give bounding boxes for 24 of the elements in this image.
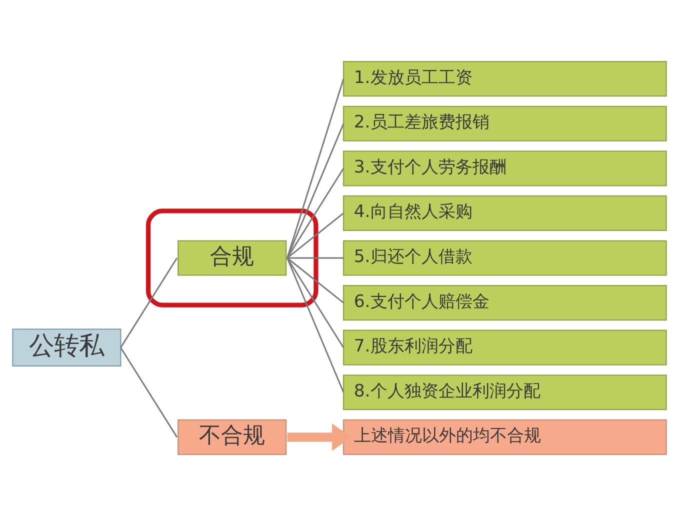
node-box: 3.支付个人劳务报酬 bbox=[342, 150, 667, 186]
node-box: 4.向自然人采购 bbox=[342, 195, 667, 231]
connector bbox=[286, 78, 344, 258]
connector bbox=[120, 258, 178, 348]
arrow bbox=[287, 424, 352, 451]
connector bbox=[286, 257, 344, 304]
connector bbox=[286, 123, 344, 258]
node-box: 公转私 bbox=[12, 328, 122, 367]
node-box: 不合规 bbox=[178, 419, 287, 455]
node-box: 6.支付个人赔偿金 bbox=[342, 285, 667, 321]
cluster bbox=[146, 208, 318, 308]
node-box: 5.归还个人借款 bbox=[342, 240, 667, 276]
connector bbox=[286, 168, 344, 258]
connector bbox=[286, 258, 344, 348]
node-box: 7.股东利润分配 bbox=[342, 330, 667, 366]
connector bbox=[287, 257, 344, 259]
connector bbox=[286, 212, 344, 259]
node-box: 8.个人独资企业利润分配 bbox=[342, 374, 667, 410]
node-box: 合规 bbox=[178, 240, 287, 276]
node-box: 1.发放员工工资 bbox=[342, 61, 667, 97]
connector bbox=[286, 258, 344, 393]
connector bbox=[120, 347, 178, 438]
node-box: 2.员工差旅费报销 bbox=[342, 106, 667, 142]
node-box: 上述情况以外的均不合规 bbox=[342, 419, 667, 455]
